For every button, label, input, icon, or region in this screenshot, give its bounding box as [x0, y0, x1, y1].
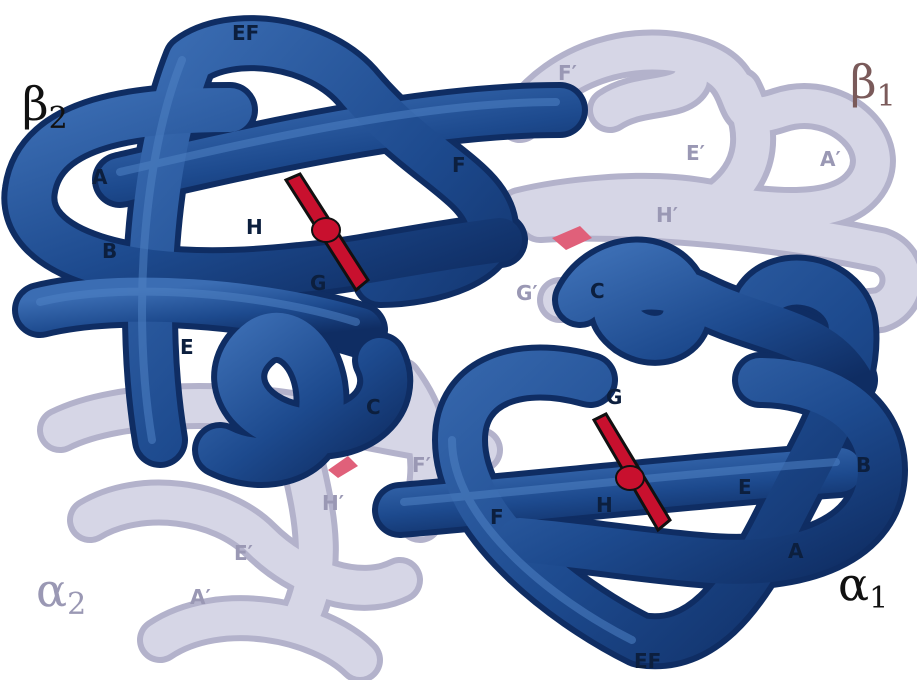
beta1-helix-label-A: A′ [820, 147, 841, 171]
beta2-helix-label-E: E [180, 335, 194, 359]
beta2-helix-label-F: F [452, 153, 466, 177]
alpha1-helix-label-H: H [596, 493, 613, 517]
alpha2-helix-label-F: F′ [412, 453, 431, 477]
alpha2-heme [328, 456, 358, 478]
alpha1-helix-label-A: A [788, 539, 804, 563]
alpha1-helix-label-F: F [490, 505, 504, 529]
beta1-subunit-label: β1 [850, 55, 896, 114]
beta1-helix-label-G: G′ [516, 281, 538, 305]
alpha1-subunit [400, 265, 880, 642]
alpha1-helix-label-B: B [856, 453, 871, 477]
beta2-helix-label-G: G [310, 271, 326, 295]
beta2-subunit-label: β2 [22, 77, 68, 136]
beta2-helix-label-A: A [92, 165, 108, 189]
beta2-helix-label-C: C [366, 395, 381, 419]
beta1-helix-label-E: E′ [686, 141, 705, 165]
alpha1-helix-label-C: C [590, 279, 605, 303]
alpha2-helix-label-E: E′ [234, 541, 253, 565]
alpha1-helix-label-EF: EF [634, 649, 661, 673]
beta2-helix-label-EF: EF [232, 21, 259, 45]
beta1-helix-label-F: F′ [558, 61, 577, 85]
alpha2-helix-label-H: H′ [322, 491, 344, 515]
beta2-helix-label-H: H [246, 215, 263, 239]
alpha2-subunit-label: α2 [36, 563, 86, 622]
alpha1-helix-label-G: G [606, 385, 622, 409]
alpha2-helix-label-A: A′ [190, 585, 211, 609]
alpha1-chain [400, 265, 880, 642]
alpha1-subunit-label: α1 [838, 557, 888, 616]
beta2-helix-label-B: B [102, 239, 117, 263]
alpha1-helix-label-E: E [738, 475, 752, 499]
beta1-helix-label-H: H′ [656, 203, 678, 227]
